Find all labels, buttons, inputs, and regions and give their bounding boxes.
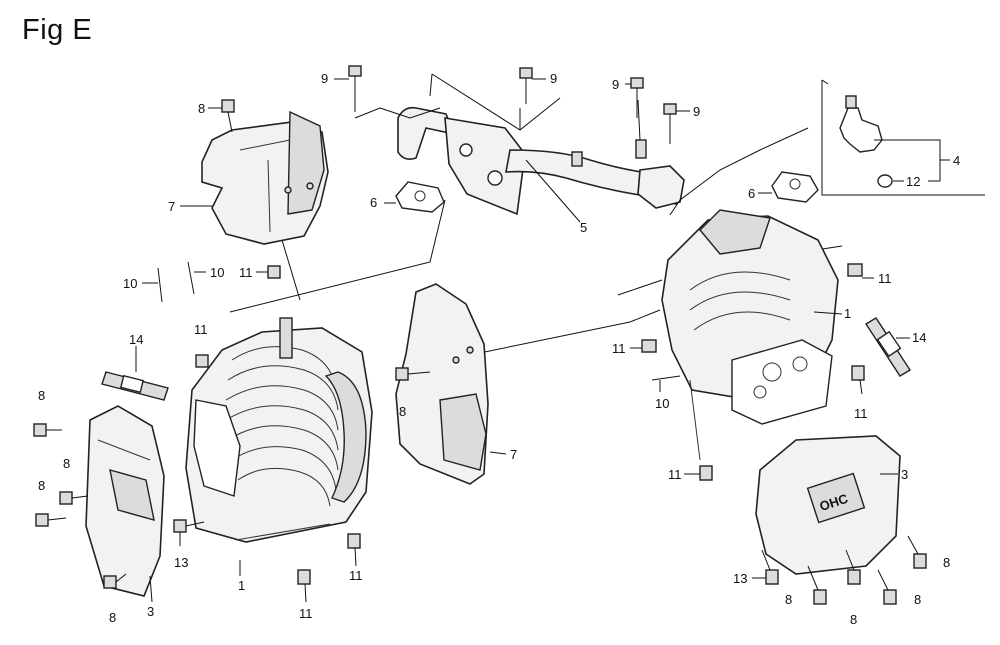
stud-10c [651,375,681,381]
bolt-9a [348,65,362,112]
callout-8h: 8 [850,612,857,627]
bolt-9c [630,77,644,118]
callout-8f: 8 [399,404,406,419]
callout-8c: 8 [63,456,70,471]
bolt-8-i [877,569,897,605]
bolt-8-e [103,573,127,589]
callout-10b: 10 [210,265,224,280]
valve-cover-part: OHC [755,435,901,575]
callout-10a: 10 [123,276,137,291]
callout-1a: 1 [238,578,245,593]
spark-plug-right-part [865,317,911,377]
bolts-and-nuts [33,65,927,605]
callout-3a: 3 [147,604,154,619]
bolt-9d [663,103,677,144]
callout-11f: 11 [612,341,626,356]
callout-labels: 1 1 3 3 4 5 6 6 7 7 8 8 8 8 8 8 8 8 8 8 … [38,71,960,627]
bolt-9b [519,67,533,104]
callout-4: 4 [953,153,960,168]
callout-9d: 9 [693,104,700,119]
inset-fitting-part [839,107,883,153]
bolt-8-g [807,565,827,605]
nut-11-b [195,354,209,368]
callout-7b: 7 [510,447,517,462]
nut-11-c [297,569,311,585]
callout-11c: 11 [299,606,313,621]
nut-11-d [347,533,361,549]
callout-8g: 8 [785,592,792,607]
callout-1b: 1 [844,306,851,321]
bolt-8-j [907,535,927,569]
nut-11-f [641,339,657,353]
inset-fitting-nipple [845,95,857,109]
stud-10a [157,267,163,303]
callout-14b: 14 [912,330,926,345]
nut-11-e [847,263,863,277]
bolt-8-b [33,423,62,437]
nut-11-g [851,365,865,381]
inset-oring-part [877,174,893,188]
nut-11-a [267,265,281,279]
callout-8i: 8 [914,592,921,607]
callout-14a: 14 [129,332,143,347]
shroud-lower-middle-part [395,283,489,485]
callout-12: 12 [906,174,920,189]
cylinder-head-part [661,209,839,461]
callout-13a: 13 [174,555,188,570]
callout-8d: 8 [38,478,45,493]
figure-title: Fig E [22,14,93,46]
callout-6a: 6 [370,195,377,210]
callout-11a: 11 [239,265,253,280]
callout-5: 5 [580,220,587,235]
bolt-13-b [761,549,779,585]
bolt-8-top [221,99,235,133]
callout-8a: 8 [198,101,205,116]
stud-10b [187,261,195,295]
shroud-upper-left-part [201,110,329,245]
callout-8e: 8 [109,610,116,625]
gasket-left-part [384,181,445,213]
inset-box [821,79,985,196]
callout-8j: 8 [943,555,950,570]
cooling-fins [225,346,339,507]
gasket-right-part [758,171,819,203]
callout-13b: 13 [733,571,747,586]
callout-11b: 11 [194,322,208,337]
exhaust-pipe-part [397,106,685,223]
callout-ticks [142,78,898,603]
callout-7a: 7 [168,199,175,214]
side-cover-left-part [85,405,165,597]
callout-11e: 11 [878,271,892,286]
bolt-8-d [35,513,67,527]
nut-11-h [699,465,713,481]
callout-9a: 9 [321,71,328,86]
callout-11d: 11 [349,568,363,583]
callout-11g: 11 [854,406,868,421]
bolt-8-c [59,491,89,505]
spark-plug-left-part [101,346,169,401]
callout-6b: 6 [748,186,755,201]
callout-10c: 10 [655,396,669,411]
callout-9b: 9 [550,71,557,86]
cylinder-block-part [185,317,373,543]
callout-11h: 11 [668,467,682,482]
callout-3b: 3 [901,467,908,482]
callout-9c: 9 [612,77,619,92]
bolt-8-h [845,549,861,585]
bolt-8-f [395,367,431,381]
callout-8b: 8 [38,388,45,403]
